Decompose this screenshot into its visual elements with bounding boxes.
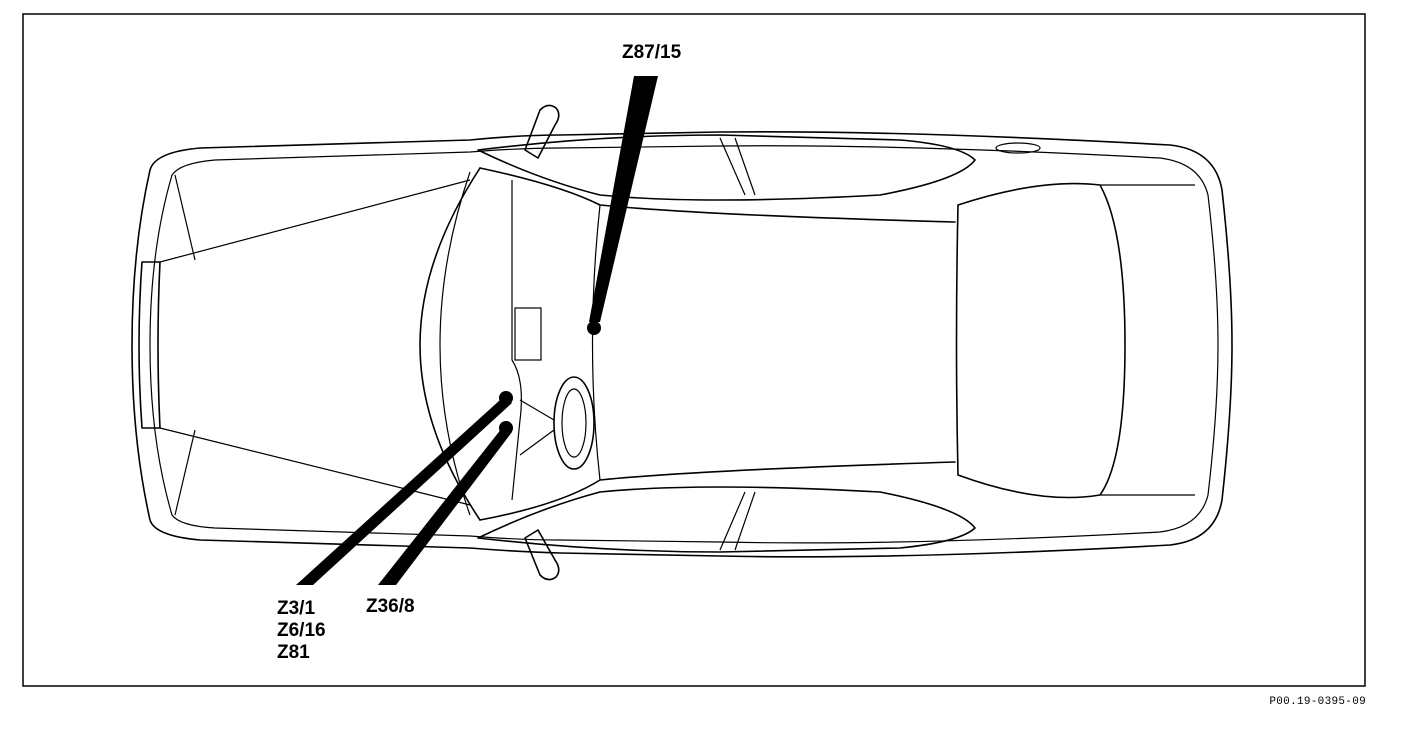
connector-point-z3-1 [499,391,513,405]
leader-z36-8 [378,428,512,585]
label-z6-16: Z6/16 [277,620,326,641]
car-outline [131,104,1233,581]
connector-point-z36-8 [499,421,513,435]
label-z81: Z81 [277,642,310,663]
label-z36-8: Z36/8 [366,596,415,617]
pointer-leaders [296,76,658,585]
reference-code: P00.19-0395-09 [1269,696,1366,708]
label-z3-1: Z3/1 [277,598,316,619]
leader-z87-15 [589,76,658,322]
frame-border [22,13,1366,687]
connector-point-z87-15 [587,321,601,335]
label-z87-15: Z87/15 [622,42,682,63]
leader-z3-1 [296,400,512,585]
